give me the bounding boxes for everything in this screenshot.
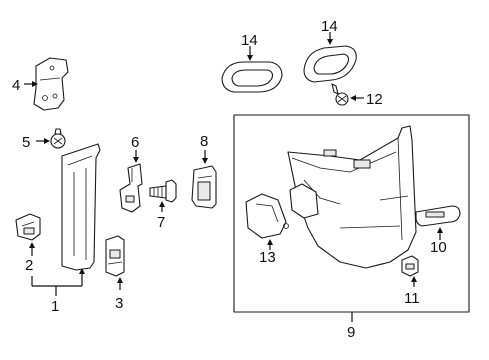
part-8-clip <box>191 165 217 209</box>
callout-1: 1 <box>51 298 59 315</box>
leader-1 <box>31 268 85 296</box>
callout-2: 2 <box>25 257 33 274</box>
part-14-bezel-left <box>221 61 283 93</box>
arrow-14-left <box>247 46 253 61</box>
callout-3: 3 <box>115 295 123 312</box>
arrow-13 <box>267 239 273 250</box>
part-4-bracket <box>33 57 69 111</box>
quarter-trim-panel <box>287 125 417 269</box>
arrow-7 <box>159 201 165 212</box>
arrow-8 <box>202 150 208 164</box>
arrow-5 <box>36 138 50 144</box>
callout-11: 11 <box>404 290 420 307</box>
callout-7: 7 <box>157 214 165 231</box>
arrow-3 <box>117 277 123 290</box>
callout-14-left: 14 <box>241 32 258 49</box>
part-10-handle <box>415 205 461 227</box>
arrow-6 <box>133 150 139 163</box>
part-11-clip <box>401 255 419 277</box>
part-2-clip <box>15 213 41 241</box>
part-14-bezel-right <box>303 45 357 83</box>
part-3-clip <box>105 235 125 277</box>
arrow-2 <box>29 242 35 256</box>
callout-13: 13 <box>259 249 276 266</box>
callout-10: 10 <box>430 239 447 256</box>
arrow-14-right <box>327 32 333 45</box>
part-12-screw <box>331 83 349 106</box>
arrow-12 <box>350 95 364 101</box>
callout-8: 8 <box>200 133 208 150</box>
arrow-4 <box>24 81 38 87</box>
arrow-11 <box>411 276 417 287</box>
part-7-pin <box>149 179 177 203</box>
callout-9: 9 <box>347 324 355 341</box>
callout-14-right: 14 <box>321 18 338 35</box>
part-6-bracket <box>119 163 143 213</box>
arrow-10 <box>437 227 443 240</box>
part-13-clip <box>245 193 289 239</box>
callout-6: 6 <box>131 134 139 151</box>
callout-4: 4 <box>12 77 20 94</box>
part-1-pillar-trim <box>61 143 101 271</box>
callout-5: 5 <box>22 134 30 151</box>
callout-12: 12 <box>366 91 383 108</box>
part-5-screw <box>50 128 66 149</box>
